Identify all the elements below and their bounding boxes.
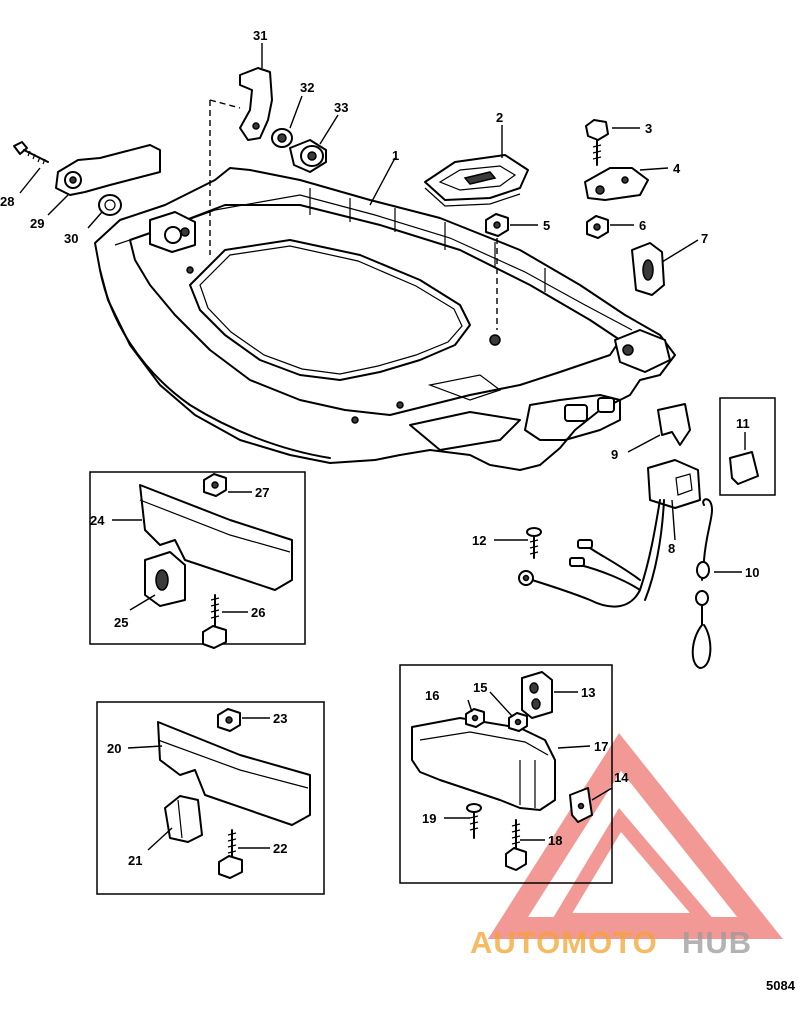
callout-24: 24	[90, 513, 105, 528]
nut-15	[508, 712, 528, 732]
clip-13	[521, 671, 553, 719]
watermark-text: AUTOMOTO HUB	[470, 925, 752, 960]
plug-11	[729, 451, 759, 485]
callout-3: 3	[645, 121, 652, 136]
callout-32: 32	[300, 80, 314, 95]
screw-28	[13, 141, 49, 165]
callout-12: 12	[472, 533, 486, 548]
latch-lever-29	[55, 144, 161, 196]
callout-4: 4	[673, 161, 681, 176]
callout-16: 16	[425, 688, 439, 703]
bolt-18	[505, 819, 527, 871]
grommet-32	[271, 128, 293, 148]
nut-16	[465, 708, 485, 728]
screw-19	[466, 803, 482, 839]
watermark-text-part1: AUTOMOTO	[470, 925, 658, 960]
callout-31: 31	[253, 28, 267, 43]
callout-21: 21	[128, 853, 142, 868]
screw-12	[526, 527, 542, 559]
callout-13: 13	[581, 685, 595, 700]
callout-9: 9	[611, 447, 618, 462]
callout-20: 20	[107, 741, 121, 756]
callout-26: 26	[251, 605, 265, 620]
callout-23: 23	[273, 711, 287, 726]
bolt-3	[585, 119, 609, 166]
detail-box-17	[399, 664, 613, 884]
callout-33: 33	[334, 100, 348, 115]
mount-25	[144, 551, 186, 607]
callout-5: 5	[543, 218, 550, 233]
seal-2	[424, 154, 529, 207]
bolt-22	[218, 829, 243, 879]
bolt-26	[202, 594, 227, 649]
bracket-17	[411, 717, 556, 811]
callout-19: 19	[422, 811, 436, 826]
bracket-20	[157, 721, 311, 826]
spring-clip-14	[569, 787, 593, 823]
callout-18: 18	[548, 833, 562, 848]
lanyard-10	[691, 498, 713, 669]
clip-30	[98, 194, 122, 216]
callout-14: 14	[614, 770, 629, 785]
callout-17: 17	[594, 739, 608, 754]
nut-5	[485, 213, 509, 237]
bottom-cowl	[94, 167, 676, 471]
leader-lines	[19, 43, 746, 851]
detail-box-24	[89, 471, 306, 645]
bushing-33	[289, 139, 327, 173]
clip-9	[657, 403, 691, 446]
callout-10: 10	[745, 565, 759, 580]
detail-box-11	[719, 397, 776, 496]
mount-21	[164, 795, 203, 843]
callout-6: 6	[639, 218, 646, 233]
callout-8: 8	[668, 541, 675, 556]
callout-1: 1	[392, 148, 399, 163]
nut-23	[217, 708, 241, 732]
callout-22: 22	[273, 841, 287, 856]
bracket-24	[139, 484, 293, 591]
callout-2: 2	[496, 110, 503, 125]
mount-bracket-4	[584, 167, 649, 201]
install-line-31	[209, 99, 241, 255]
callout-25: 25	[114, 615, 128, 630]
stop-switch-8	[518, 459, 701, 608]
nut-6	[586, 215, 609, 239]
callout-28: 28	[0, 194, 14, 209]
callout-27: 27	[255, 485, 269, 500]
callout-11: 11	[736, 416, 750, 431]
callout-29: 29	[30, 216, 44, 231]
callout-30: 30	[64, 231, 78, 246]
watermark-logo	[487, 733, 783, 939]
detail-box-20	[96, 701, 325, 895]
callout-7: 7	[701, 231, 708, 246]
figure-number: 5084	[766, 978, 796, 993]
nut-27	[203, 473, 227, 497]
callout-labels: 1 2 3 4 5 6 7 8 9 10 11 12 13 14 15 16 1…	[0, 28, 759, 868]
latch-bracket-31	[239, 67, 273, 141]
grommet-7	[631, 242, 665, 296]
watermark-text-part2: HUB	[682, 925, 752, 960]
callout-15: 15	[473, 680, 487, 695]
